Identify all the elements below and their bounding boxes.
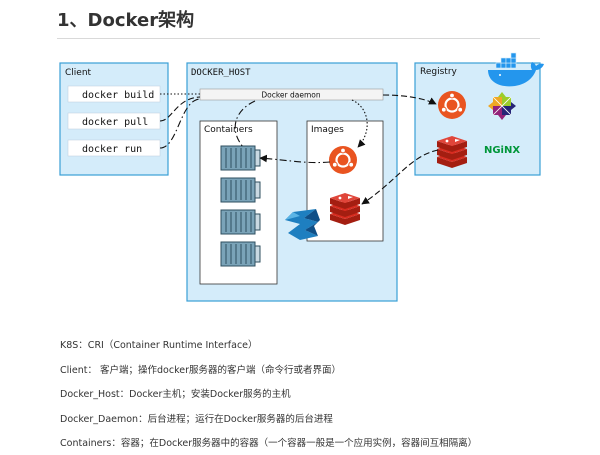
docker-host-panel: DOCKER_HOST Docker daemon Containers Ima… [186, 62, 398, 302]
note-docker-daemon: Docker_Daemon：后台进程；运行在Docker服务器的后台进程 [60, 414, 333, 425]
registry-redis-icon [437, 136, 467, 168]
note-k8s: K8S：CRI（Container Runtime Interface） [60, 340, 258, 351]
swarm-logo-icon [285, 209, 320, 240]
run-arrow [159, 98, 201, 149]
docker-pull-command: docker pull [82, 117, 148, 128]
pull-arrow [159, 96, 201, 122]
note-client: Client： 客户端；操作docker服务器的客户端（命令行或者界面） [60, 365, 342, 376]
ubuntu-image-icon [329, 146, 357, 174]
container-icon-1 [220, 145, 261, 171]
registry-panel: Registry [414, 52, 544, 176]
image-to-container-arrow [259, 154, 331, 164]
redis-image-icon [330, 193, 360, 225]
centos-icon [488, 92, 516, 120]
containers-label: Containers [204, 125, 253, 135]
container-icon-4 [220, 241, 261, 267]
connector-arrows [159, 93, 439, 205]
docker-whale-icon [488, 52, 544, 87]
docker-host-label: DOCKER_HOST [191, 68, 251, 78]
images-label: Images [311, 125, 344, 135]
page-title: 1、Docker架构 [57, 10, 195, 31]
docker-run-command: docker run [82, 144, 142, 155]
registry-label: Registry [420, 67, 458, 77]
registry-ubuntu-icon [438, 91, 466, 119]
note-docker-host: Docker_Host：Docker主机；安装Docker服务的主机 [60, 389, 291, 400]
title-divider [57, 38, 540, 39]
docker-daemon-label: Docker daemon [261, 91, 321, 100]
docker-build-command: docker build [82, 90, 154, 101]
daemon-to-image-arrow [351, 99, 368, 148]
client-label: Client [65, 68, 92, 78]
nginx-logo: NGiNX [484, 145, 520, 156]
note-containers: Containers：容器；在Docker服务器中的容器（一个容器一般是一个应用… [60, 438, 478, 449]
client-panel: Client docker build docker pull docker r… [59, 62, 169, 176]
container-icon-3 [220, 209, 261, 235]
daemon-to-container-arrow [234, 100, 256, 149]
docker-architecture-diagram: Client docker build docker pull docker r… [59, 52, 544, 302]
container-icon-2 [220, 177, 261, 203]
registry-to-image-arrow [361, 149, 439, 205]
